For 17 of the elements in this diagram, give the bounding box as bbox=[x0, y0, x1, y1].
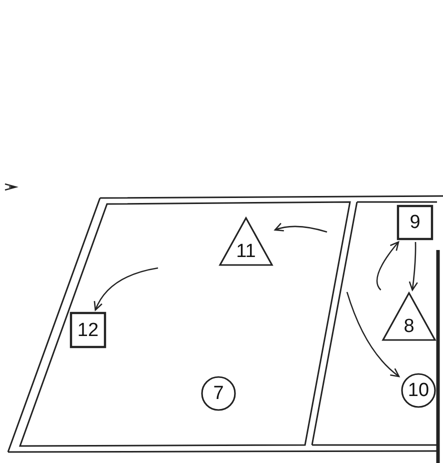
circle-marker bbox=[201, 376, 236, 411]
curved-arrow bbox=[376, 241, 400, 290]
triangle-marker bbox=[219, 217, 273, 266]
circle-marker bbox=[401, 373, 436, 408]
marker-number: 8 bbox=[404, 317, 414, 336]
marker-number: 10 bbox=[408, 381, 430, 400]
marker-number: 11 bbox=[236, 242, 256, 261]
curved-arrow bbox=[408, 242, 418, 291]
curved-arrow bbox=[346, 292, 400, 378]
triangle-marker bbox=[382, 292, 436, 341]
marker-number: 9 bbox=[410, 213, 420, 232]
curved-arrow bbox=[274, 222, 328, 233]
square-marker bbox=[70, 312, 106, 348]
marker-number: 12 bbox=[77, 320, 99, 340]
square-marker bbox=[397, 205, 433, 240]
marker-number: 7 bbox=[213, 384, 224, 403]
curved-arrow bbox=[94, 267, 158, 311]
